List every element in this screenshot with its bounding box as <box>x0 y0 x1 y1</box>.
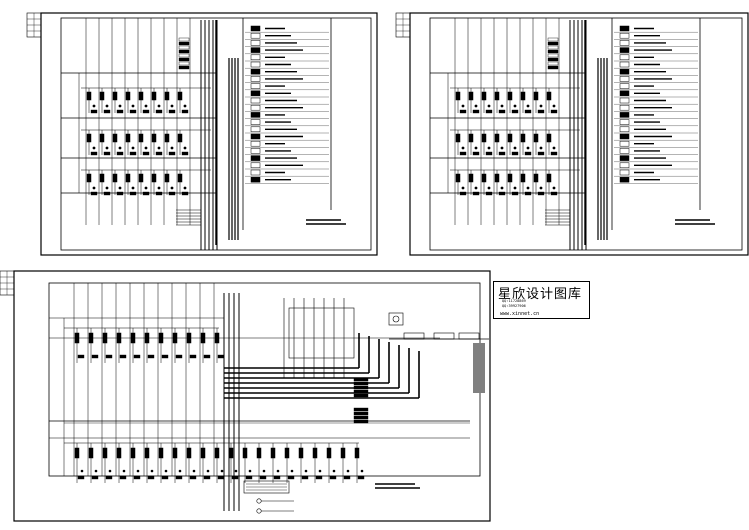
stamp-contact-2: QQ:39927906 <box>502 304 526 308</box>
sheet-top-left <box>26 12 378 256</box>
stamp-url: www.xinnet.cn <box>500 311 540 317</box>
stamp-title: 星欣设计图库 <box>498 287 583 302</box>
sheet-bottom <box>0 270 491 522</box>
watermark-stamp: 星欣设计图库 QQ:11728869 QQ:39927906 www.xinne… <box>493 281 590 319</box>
sheet-top-right <box>395 12 749 256</box>
stamp-contact-1: QQ:11728869 <box>502 299 526 303</box>
